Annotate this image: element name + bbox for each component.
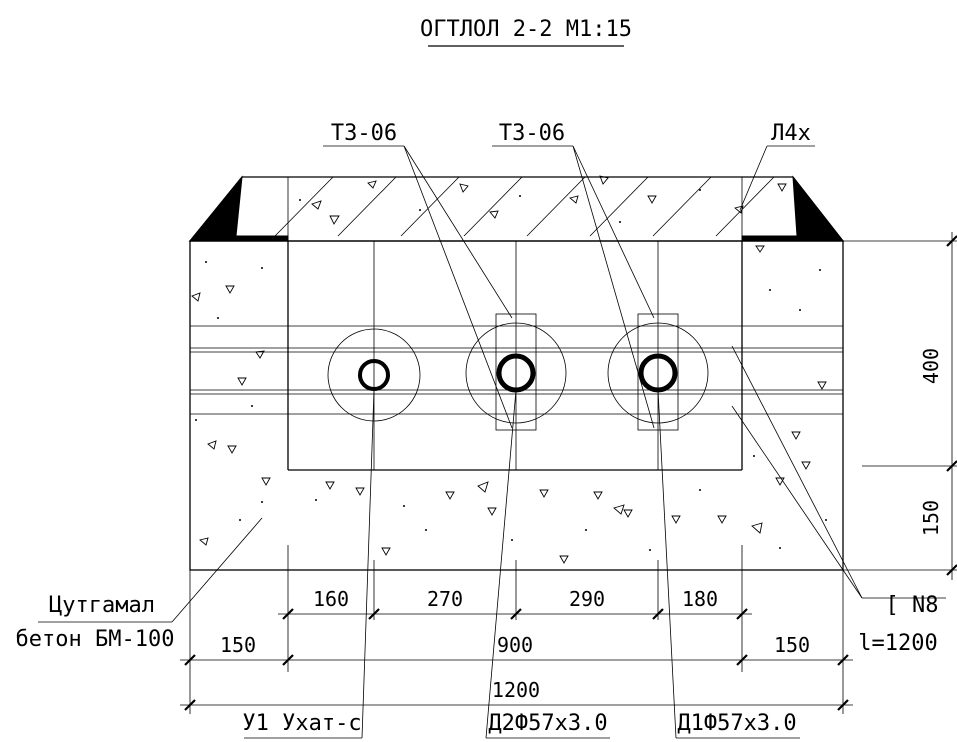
- leader-pipes-bottom: [244, 389, 800, 739]
- leader-channel: [731, 345, 946, 599]
- concrete-dots: [195, 189, 827, 551]
- pipe-d1: [607, 313, 709, 431]
- dim-400: 400: [919, 348, 943, 384]
- dim-290: 290: [569, 587, 605, 611]
- label-tz-right: ТЗ-06: [499, 121, 565, 146]
- leader-lines-tz: [323, 145, 815, 429]
- label-pipe-d1: Д1Ф57х3.0: [677, 711, 796, 736]
- label-channel-2: l=1200: [858, 631, 937, 656]
- label-concrete-1: Цутгамал: [49, 593, 155, 618]
- label-tz-left: ТЗ-06: [331, 121, 397, 146]
- label-pipe-d2: Д2Ф57х3.0: [488, 711, 607, 736]
- dim-1200: 1200: [492, 678, 540, 702]
- label-l4x: Л4х: [771, 121, 811, 146]
- label-pipe-u1: У1 Ухат-с: [242, 711, 361, 736]
- concrete-body: [189, 240, 844, 571]
- dim-150-vertical: 150: [919, 500, 943, 536]
- dim-900: 900: [497, 633, 533, 657]
- leader-concrete: [38, 517, 263, 623]
- dimension-ticks-vertical: [946, 235, 957, 576]
- pipe-u1: [327, 328, 421, 422]
- dimension-ticks: [184, 608, 849, 711]
- concrete-texture: [191, 245, 827, 564]
- dim-160: 160: [313, 587, 349, 611]
- drawing-title: ОГТЛОЛ 2-2 М1:15: [420, 17, 632, 42]
- dim-150-left: 150: [220, 633, 256, 657]
- dim-270: 270: [427, 587, 463, 611]
- label-channel-1: [ N8: [886, 593, 939, 618]
- dimension-lines-vertical: [843, 232, 957, 580]
- label-concrete-2: бетон БМ-100: [16, 627, 175, 652]
- dim-180: 180: [682, 587, 718, 611]
- dim-150-right: 150: [774, 633, 810, 657]
- top-slab: [188, 175, 845, 242]
